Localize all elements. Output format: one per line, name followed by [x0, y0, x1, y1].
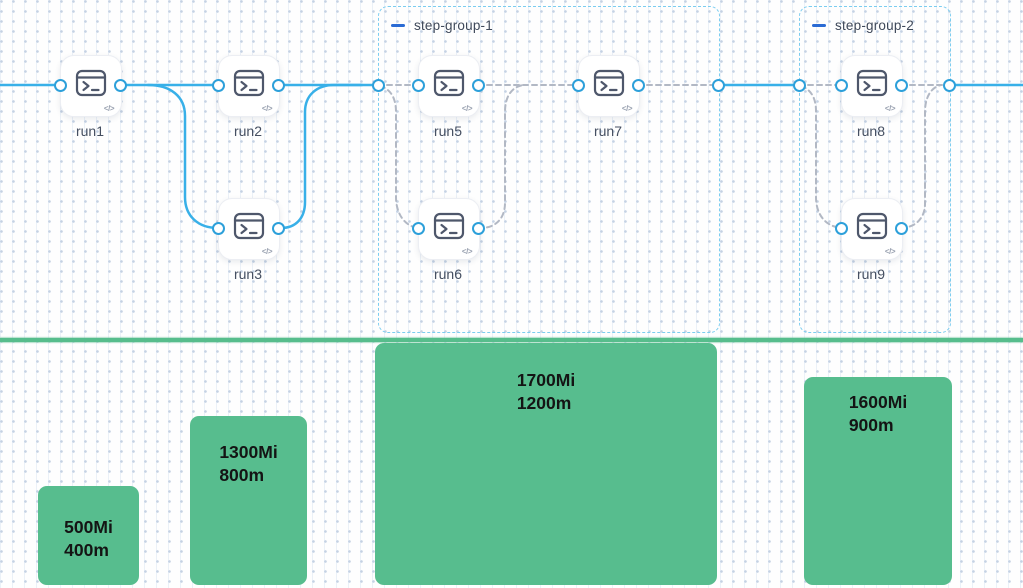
terminal-icon: [593, 69, 625, 97]
terminal-icon-wrap: [233, 212, 265, 245]
collapse-group-icon[interactable]: [812, 23, 826, 28]
port-out-run6[interactable]: [471, 221, 485, 235]
node-label-run9: run9: [856, 266, 886, 282]
terminal-icon-wrap: [856, 212, 888, 245]
port-in-run6[interactable]: [411, 221, 425, 235]
resource-bar-2: 1300Mi 800m: [190, 416, 307, 585]
port-in-run8[interactable]: [834, 78, 848, 92]
code-badge-icon: </>: [621, 104, 633, 113]
pipeline-node-run2[interactable]: </>: [218, 55, 280, 117]
cpu-value: 800m: [219, 465, 265, 486]
pipeline-node-run6[interactable]: </>: [418, 198, 480, 260]
pipeline-node-run3[interactable]: </>: [218, 198, 280, 260]
pipeline-node-run8[interactable]: </>: [841, 55, 903, 117]
terminal-icon: [433, 212, 465, 240]
port-out-step-group-1[interactable]: [711, 78, 725, 92]
pipeline-node-run9[interactable]: </>: [841, 198, 903, 260]
resource-bar-4: 1600Mi 900m: [804, 377, 952, 585]
code-badge-icon: </>: [261, 104, 273, 113]
cpu-value: 900m: [848, 415, 894, 436]
memory-value: 1600Mi: [848, 392, 908, 412]
edge-sg1-run6[interactable]: [379, 85, 419, 229]
code-badge-icon: </>: [103, 104, 115, 113]
resource-bar-3: 1700Mi 1200m: [375, 343, 717, 585]
edge-run1-run3[interactable]: [146, 83, 220, 230]
resource-divider-line: [0, 338, 1023, 342]
resource-bar-label: 1600Mi 900m: [849, 391, 907, 585]
step-group-container-step-group-1: [378, 6, 720, 333]
port-out-run7[interactable]: [631, 78, 645, 92]
resource-bar-label: 1300Mi 800m: [219, 441, 277, 585]
terminal-icon-wrap: [856, 69, 888, 102]
node-label-run5: run5: [433, 123, 463, 139]
step-group-header-step-group-2[interactable]: step-group-2: [812, 18, 914, 33]
step-group-container-step-group-2: [799, 6, 951, 333]
port-out-run5[interactable]: [471, 78, 485, 92]
terminal-icon: [233, 69, 265, 97]
terminal-icon: [433, 69, 465, 97]
edge-run6-run7[interactable]: [477, 84, 524, 229]
port-out-run8[interactable]: [894, 78, 908, 92]
port-out-run3[interactable]: [271, 221, 285, 235]
edge-run3-stepgroup1[interactable]: [276, 83, 364, 230]
terminal-icon-wrap: [433, 212, 465, 245]
terminal-icon: [75, 69, 107, 97]
cpu-value: 1200m: [516, 393, 572, 414]
collapse-group-icon[interactable]: [391, 23, 405, 28]
code-badge-icon: </>: [461, 247, 473, 256]
pipeline-node-run7[interactable]: </>: [578, 55, 640, 117]
port-in-step-group-2[interactable]: [792, 78, 806, 92]
memory-value: 1700Mi: [516, 370, 576, 390]
port-in-run3[interactable]: [211, 221, 225, 235]
port-out-run1[interactable]: [113, 78, 127, 92]
pipeline-node-run5[interactable]: </>: [418, 55, 480, 117]
node-label-run1: run1: [75, 123, 105, 139]
terminal-icon-wrap: [593, 69, 625, 102]
node-label-run8: run8: [856, 123, 886, 139]
port-out-step-group-2[interactable]: [942, 78, 956, 92]
port-in-step-group-1[interactable]: [371, 78, 385, 92]
port-in-run1[interactable]: [53, 78, 67, 92]
terminal-icon-wrap: [433, 69, 465, 102]
edge-sg2-run9[interactable]: [800, 85, 842, 229]
port-out-run9[interactable]: [894, 221, 908, 235]
node-label-run6: run6: [433, 266, 463, 282]
port-in-run2[interactable]: [211, 78, 225, 92]
port-in-run9[interactable]: [834, 221, 848, 235]
resource-bar-1: 500Mi 400m: [38, 486, 139, 585]
terminal-icon: [233, 212, 265, 240]
port-in-run5[interactable]: [411, 78, 425, 92]
terminal-icon-wrap: [233, 69, 265, 102]
step-group-header-step-group-1[interactable]: step-group-1: [391, 18, 493, 33]
resource-bar-label: 1700Mi 1200m: [517, 369, 575, 585]
code-badge-icon: </>: [461, 104, 473, 113]
code-badge-icon: </>: [884, 247, 896, 256]
step-group-label: step-group-2: [835, 18, 914, 33]
node-label-run7: run7: [593, 123, 623, 139]
code-badge-icon: </>: [261, 247, 273, 256]
step-group-label: step-group-1: [414, 18, 493, 33]
node-label-run3: run3: [233, 266, 263, 282]
terminal-icon-wrap: [75, 69, 107, 102]
cpu-value: 400m: [64, 540, 109, 561]
node-label-run2: run2: [233, 123, 263, 139]
code-badge-icon: </>: [884, 104, 896, 113]
port-out-run2[interactable]: [271, 78, 285, 92]
resource-bar-label: 500Mi 400m: [64, 516, 113, 585]
edge-run9-sg2[interactable]: [900, 84, 942, 229]
memory-value: 1300Mi: [219, 442, 278, 462]
pipeline-node-run1[interactable]: </>: [60, 55, 122, 117]
terminal-icon: [856, 69, 888, 97]
terminal-icon: [856, 212, 888, 240]
memory-value: 500Mi: [64, 517, 113, 537]
port-in-run7[interactable]: [571, 78, 585, 92]
